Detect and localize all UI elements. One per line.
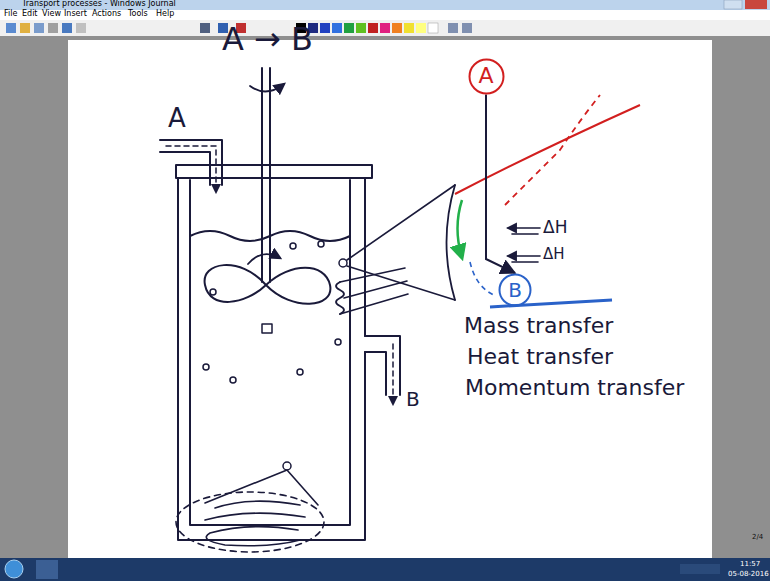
eddy-streamline: [205, 513, 305, 520]
close-button: [745, 0, 767, 9]
handwritten-label: A: [168, 104, 186, 133]
reactor-lid: [176, 165, 372, 178]
tool-icon: [62, 23, 72, 33]
bubble: [297, 369, 303, 375]
zoom-leader: [347, 185, 455, 300]
bubble: [339, 259, 347, 267]
circle-outline: [469, 59, 503, 93]
color-swatch: [332, 23, 342, 33]
mass-transfer-connector: [486, 95, 515, 274]
taskbar-app: [36, 560, 58, 579]
tool-icon: [76, 23, 86, 33]
color-swatch: [368, 23, 378, 33]
concentration-profile: [455, 105, 640, 194]
color-swatch: [344, 23, 354, 33]
concentration-profile: [505, 95, 600, 205]
handwritten-label: Mass transfer: [464, 314, 613, 338]
species-circle: B: [498, 273, 532, 307]
circle-outline: [500, 275, 531, 306]
agitator-shaft: [262, 68, 270, 282]
status-text: 2/4: [752, 534, 763, 542]
tray-icons: [680, 564, 720, 574]
eddy-streamline: [215, 501, 300, 508]
menu-text: Transport processes - Windows Journal: [22, 0, 176, 9]
menu-bar: [0, 10, 770, 20]
color-swatch: [416, 23, 426, 33]
tool-icon: [6, 23, 16, 33]
journal-page: [68, 40, 712, 558]
color-swatch: [428, 23, 438, 33]
eddy-streamline: [206, 527, 300, 546]
bubble: [210, 289, 216, 295]
bubble: [230, 377, 236, 383]
color-swatch: [320, 23, 330, 33]
menu-text: File: [4, 10, 17, 19]
handwritten-label: ΔH: [543, 246, 565, 263]
heat-arrow: [512, 233, 538, 235]
tool-icon: [34, 23, 44, 33]
title-bar: [0, 0, 770, 10]
color-swatch: [392, 23, 402, 33]
liquid-surface: [190, 231, 350, 241]
reactor-jacket: [178, 178, 365, 540]
bubble: [318, 241, 324, 247]
menu-text: Tools: [128, 10, 148, 19]
color-swatch: [380, 23, 390, 33]
bubble-interface: [447, 185, 456, 300]
reactor-jacket: [364, 178, 366, 336]
heat-arrow: [508, 227, 540, 229]
tool-icon: [448, 23, 458, 33]
bubble: [203, 364, 209, 370]
heating-coil: [336, 282, 344, 314]
status-text: 05-08-2016: [728, 571, 769, 579]
inlet-pipe: [160, 152, 210, 185]
rotation-arrow: [250, 84, 284, 92]
eddy-region: [176, 492, 324, 552]
tool-icon: [200, 23, 210, 33]
rotation-arrow: [248, 254, 280, 264]
workspace-ground: [0, 36, 770, 558]
color-swatch: [356, 23, 366, 33]
menu-text: Edit: [22, 10, 38, 19]
outlet-pipe: [365, 352, 386, 395]
heat-arrow: [512, 261, 538, 263]
handwritten-label: A → B: [222, 22, 313, 57]
handwritten-label: B: [406, 388, 420, 410]
tool-icon: [48, 23, 58, 33]
species-name: B: [508, 279, 522, 301]
heat-arrow: [508, 255, 540, 257]
handwritten-label: ΔH: [543, 218, 567, 237]
impeller-hub: [262, 324, 272, 333]
outlet-flow-arrow: [392, 344, 394, 404]
menu-text: View: [42, 10, 61, 19]
status-text: 11:57: [740, 561, 760, 569]
menu-text: Actions: [92, 10, 121, 19]
menu-text: Insert: [64, 10, 87, 19]
handwritten-label: Heat transfer: [467, 345, 613, 369]
mass-flux-arrow: [458, 200, 463, 258]
menu-text: Help: [156, 10, 174, 19]
bubble: [290, 243, 296, 249]
species-circle: A: [468, 58, 505, 95]
color-swatch: [404, 23, 414, 33]
tool-icon: [462, 23, 472, 33]
bubble: [283, 462, 291, 470]
start-button: [5, 560, 23, 578]
toolbar: [0, 20, 770, 36]
bubble: [335, 339, 341, 345]
impeller: [205, 265, 331, 304]
tool-icon: [20, 23, 30, 33]
outlet-pipe: [365, 336, 400, 395]
taskbar: [0, 558, 770, 581]
handwritten-label: Momentum transfer: [465, 376, 684, 400]
species-name: A: [478, 64, 493, 88]
product-profile: [470, 262, 496, 296]
window-button: [724, 0, 742, 9]
